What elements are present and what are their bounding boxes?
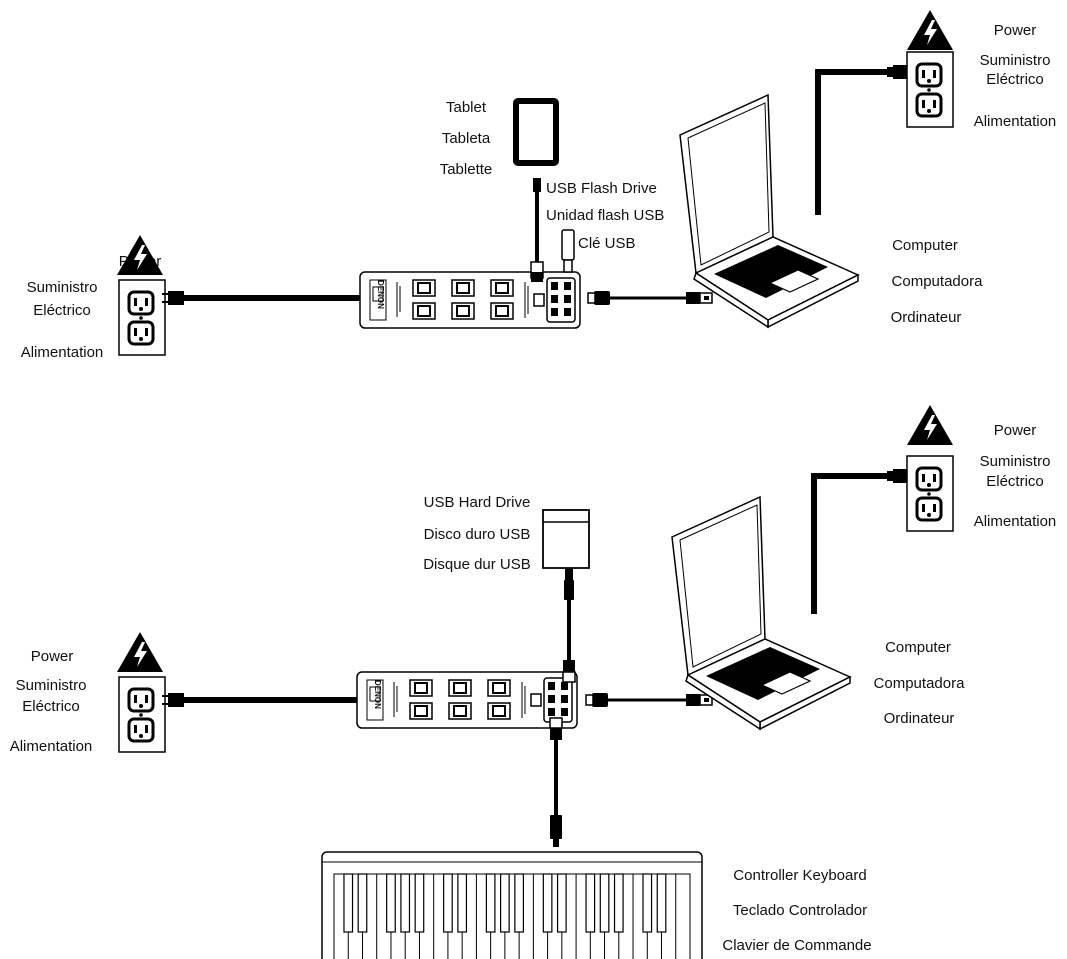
black-key	[357, 873, 368, 933]
top-right-power-label-fr: Alimentation	[974, 113, 1057, 130]
tablet-label-fr: Tablette	[440, 161, 493, 178]
keyboard-label-es: Teclado Controlador	[733, 902, 867, 919]
black-key	[457, 873, 468, 933]
hard-drive-label-fr: Disque dur USB	[423, 556, 531, 573]
black-key	[500, 873, 510, 933]
top-right-power-label-es2: Eléctrico	[986, 71, 1044, 88]
black-key	[386, 873, 396, 933]
bottom-right-power-label: Power	[994, 422, 1037, 439]
black-key	[656, 873, 667, 933]
usb-plug-icon	[587, 290, 611, 306]
hard-drive-label-es: Disco duro USB	[424, 526, 531, 543]
bottom-right-power-label-fr: Alimentation	[974, 513, 1057, 530]
black-key	[443, 873, 453, 933]
computer-label-es: Computadora	[892, 273, 984, 290]
black-key	[585, 873, 596, 933]
computer-label-es: Computadora	[874, 675, 966, 692]
laptop-power-cable	[811, 473, 893, 614]
tablet-icon	[513, 98, 559, 166]
usb-hard-drive-icon	[542, 509, 590, 569]
top-left-power-label-fr: Alimentation	[21, 344, 104, 361]
black-key	[642, 873, 653, 933]
bottom-right-power-label-es2: Eléctrico	[986, 473, 1044, 490]
keyboard-label-en: Controller Keyboard	[733, 867, 866, 884]
black-key	[485, 873, 496, 933]
power-strip-icon: DENON	[359, 271, 581, 329]
computer-label-en: Computer	[892, 237, 958, 254]
black-key	[400, 873, 411, 933]
brand-logo: DENON	[376, 280, 385, 309]
lightning-warning-icon	[117, 632, 163, 672]
wall-outlet-icon	[117, 675, 167, 754]
controller-keyboard-icon	[321, 851, 703, 959]
hard-drive-label-en: USB Hard Drive	[424, 494, 531, 511]
black-key	[514, 873, 524, 933]
top-right-power-label: Power	[994, 22, 1037, 39]
black-key	[613, 873, 624, 933]
top-left-power-label-es2: Eléctrico	[33, 302, 91, 319]
flash-drive-label-es: Unidad flash USB	[546, 207, 664, 224]
tablet-label-en: Tablet	[446, 99, 487, 116]
bottom-left-power-label-fr: Alimentation	[10, 738, 93, 755]
black-key	[343, 873, 354, 933]
black-key	[542, 873, 553, 933]
bottom-left-power-label-es2: Eléctrico	[22, 698, 80, 715]
bottom-left-power-label: Power	[31, 648, 74, 665]
power-strip-icon: DENON	[356, 671, 578, 729]
brand-logo: DENON	[373, 680, 382, 709]
computer-label-fr: Ordinateur	[891, 309, 962, 326]
black-key	[556, 873, 567, 933]
black-key	[414, 873, 425, 933]
top-left-power-label-es1: Suministro	[27, 279, 98, 296]
bottom-right-power-label-es1: Suministro	[980, 453, 1051, 470]
wall-outlet-icon	[905, 50, 955, 129]
usb-flash-drive-icon	[561, 229, 575, 273]
usb-plug-icon	[685, 291, 713, 305]
laptop-icon	[679, 94, 859, 328]
usb-plug-icon	[585, 692, 609, 708]
computer-label-fr: Ordinateur	[884, 710, 955, 727]
flash-drive-label-en: USB Flash Drive	[546, 180, 657, 197]
laptop-power-cable	[815, 69, 893, 215]
computer-label-en: Computer	[885, 639, 951, 656]
keyboard-label-fr: Clavier de Commande	[722, 937, 871, 954]
black-key	[599, 873, 610, 933]
flash-drive-label-fr: Clé USB	[578, 235, 636, 252]
wall-outlet-icon	[117, 278, 167, 357]
top-right-power-label-es1: Suministro	[980, 52, 1051, 69]
bottom-left-power-label-es1: Suministro	[16, 677, 87, 694]
tablet-label-es: Tableta	[442, 130, 491, 147]
lightning-warning-icon	[907, 405, 953, 445]
lightning-warning-icon	[907, 10, 953, 50]
wall-outlet-icon	[905, 454, 955, 533]
